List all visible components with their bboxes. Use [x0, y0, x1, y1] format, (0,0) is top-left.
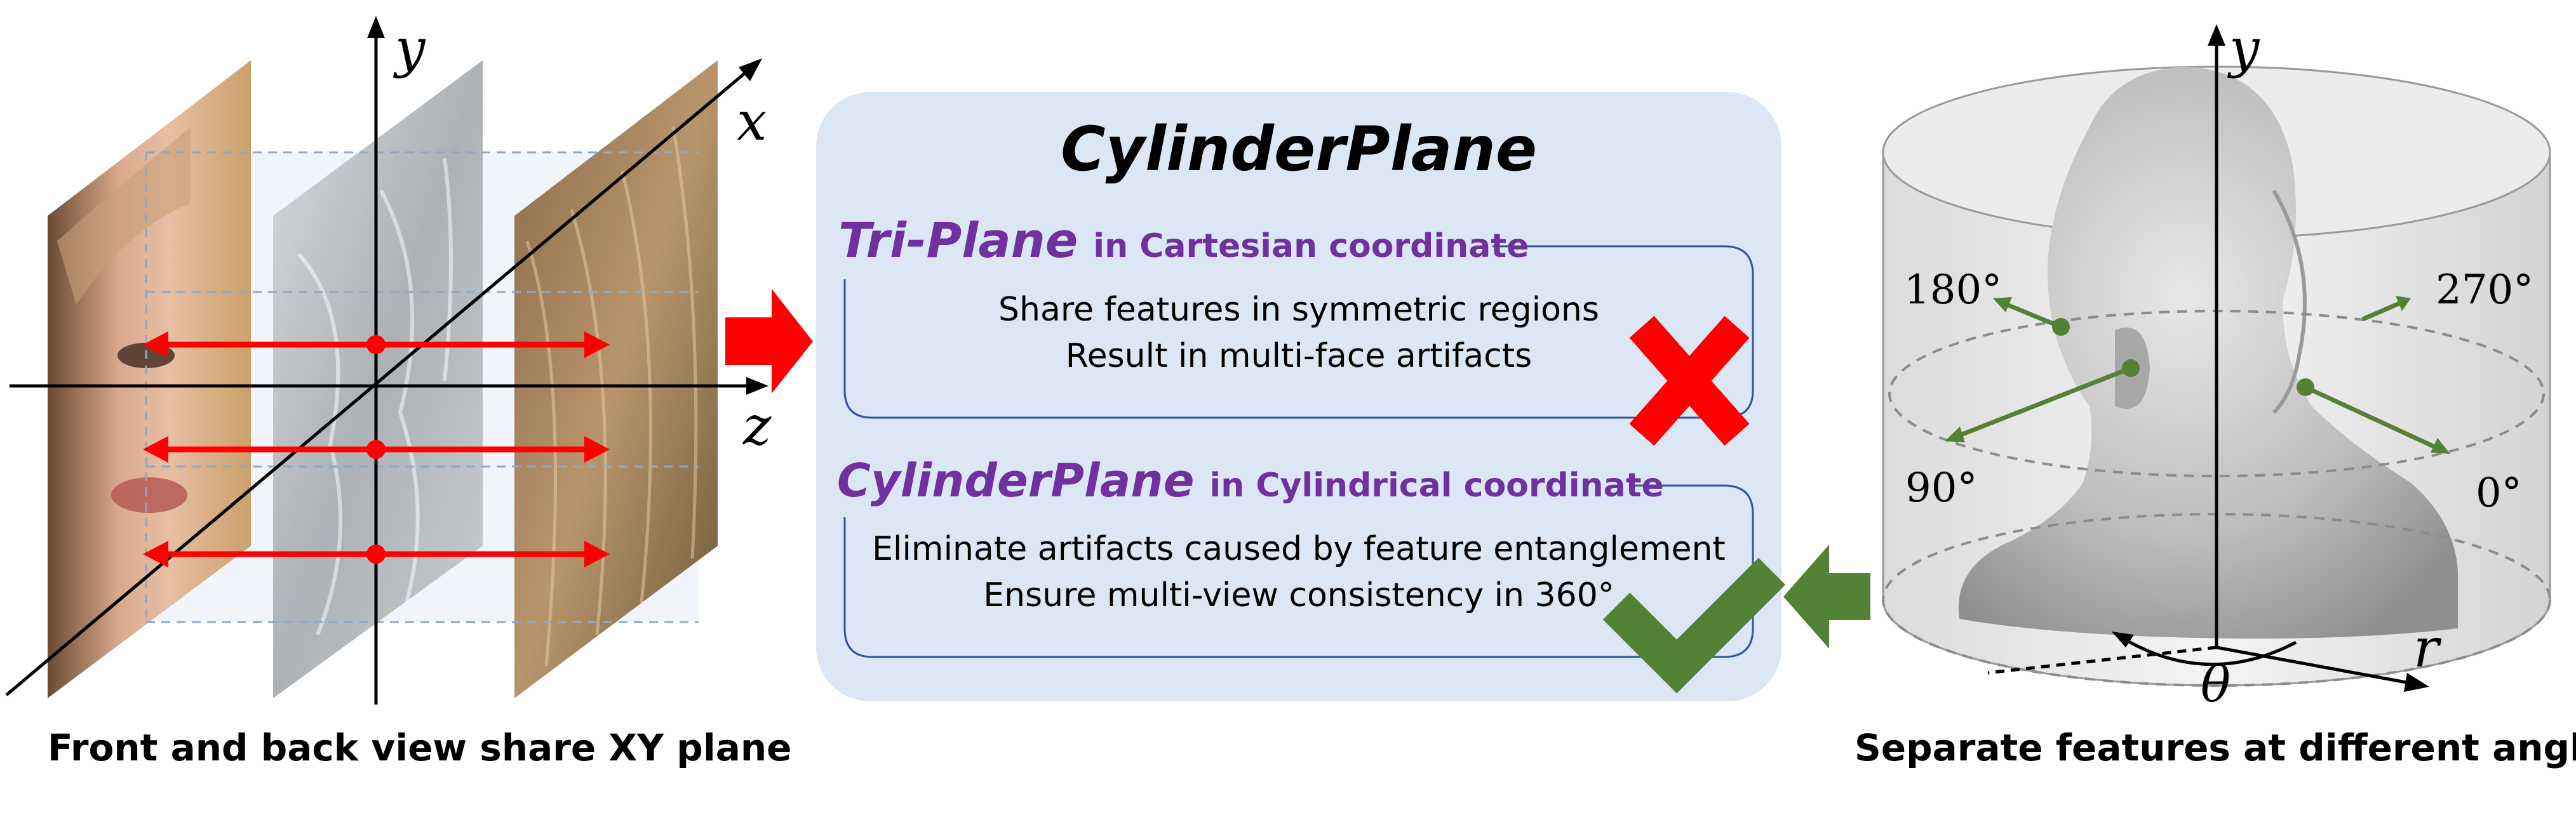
right-axis-y-label: y — [2227, 17, 2260, 79]
bust-face — [2272, 189, 2307, 414]
theta-arrowhead — [2112, 632, 2134, 647]
triplane-line2: Result in multi-face artifacts — [1066, 337, 1532, 375]
cylinderplane-heading: CylinderPlane in Cylindrical coordinate — [837, 454, 1664, 507]
red-right-arrow — [725, 289, 813, 394]
left-axis-x-label: x — [737, 90, 767, 152]
cylinderplane-box: CylinderPlane in Cylindrical coordinate … — [837, 454, 1754, 658]
triplane-illustration: y x z — [5, 16, 772, 705]
right-y-arrowhead — [2208, 24, 2225, 46]
cylinder-illustration: y r θ 180° 270° 90° 0° — [1882, 17, 2551, 713]
bust-mesh — [1958, 67, 2458, 639]
shared-feature-arrows — [143, 331, 610, 567]
triplane-box: Tri-Plane in Cartesian coordinate Share … — [838, 212, 1754, 419]
theta-label: θ — [2201, 656, 2231, 713]
angle-0-label: 0° — [2476, 470, 2522, 517]
cylinderplane-panel — [816, 92, 1781, 701]
hair-texture — [525, 126, 698, 667]
axis-arrowheads — [367, 16, 768, 395]
angle-direction-arrows — [1945, 296, 2450, 454]
cylinderplane-suffix: in Cylindrical coordinate — [1209, 467, 1663, 505]
triplane-suffix: in Cartesian coordinate — [1093, 227, 1529, 265]
cylinderplane-line2: Ensure multi-view consistency in 360° — [983, 576, 1614, 614]
r-axis — [2216, 646, 2417, 686]
angle-180-label: 180° — [1904, 267, 2002, 314]
triplane-name: Tri-Plane — [838, 212, 1078, 268]
triplane-heading: Tri-Plane in Cartesian coordinate — [838, 212, 1529, 268]
grey-texture — [297, 158, 453, 636]
right-caption: Separate features at different angles — [1855, 726, 2576, 769]
green-left-arrow — [1783, 545, 1870, 649]
theta-reference — [1987, 646, 2217, 675]
left-axis-y-label: y — [392, 17, 426, 79]
cylinderplane-name: CylinderPlane — [837, 454, 1194, 507]
back-view-plane — [514, 60, 718, 698]
left-axis-z-label: z — [742, 395, 772, 457]
green-check-icon — [1602, 557, 1786, 694]
red-cross-icon — [1629, 315, 1750, 446]
left-caption: Front and back view share XY plane — [48, 726, 791, 769]
axes — [5, 25, 759, 705]
triplane-line1: Share features in symmetric regions — [998, 291, 1599, 329]
guide-lines — [145, 151, 699, 623]
theta-arc — [2120, 635, 2297, 666]
angle-270-label: 270° — [2436, 267, 2533, 314]
x-axis — [5, 65, 754, 696]
center-title: CylinderPlane — [1061, 114, 1537, 185]
angle-90-label: 90° — [1905, 465, 1977, 512]
cylinderplane-line1: Eliminate artifacts caused by feature en… — [872, 530, 1726, 568]
right-axis-r-label: r — [2413, 617, 2442, 679]
middle-plane — [273, 60, 483, 698]
r-arrowhead — [2404, 673, 2429, 692]
